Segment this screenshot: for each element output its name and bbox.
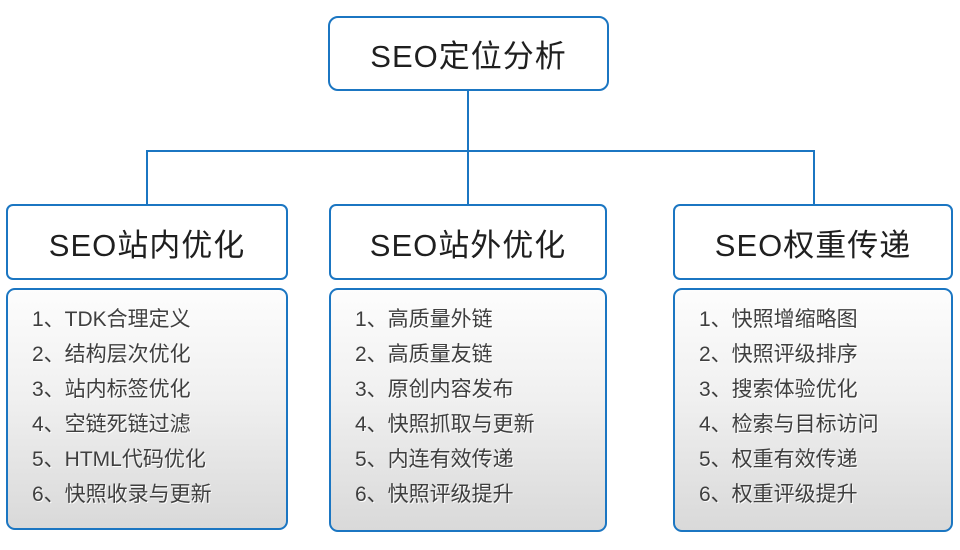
list-item: 6、快照评级提升 — [355, 483, 514, 506]
list-item: 4、快照抓取与更新 — [355, 413, 535, 436]
list-box-offsite: 1、高质量外链 2、高质量友链 3、原创内容发布 4、快照抓取与更新 5、内连有… — [329, 288, 607, 532]
list-item: 1、高质量外链 — [355, 308, 493, 331]
list-item: 5、内连有效传递 — [355, 448, 514, 471]
list-item: 1、TDK合理定义 — [32, 308, 191, 331]
list-item: 2、高质量友链 — [355, 343, 493, 366]
list-item: 6、快照收录与更新 — [32, 483, 212, 506]
list-item: 2、结构层次优化 — [32, 343, 191, 366]
list-box-weight-transfer: 1、快照增缩略图 2、快照评级排序 3、搜索体验优化 4、检索与目标访问 5、权… — [673, 288, 953, 532]
list-item: 5、权重有效传递 — [699, 448, 858, 471]
list-onsite: 1、TDK合理定义 2、结构层次优化 3、站内标签优化 4、空链死链过滤 5、H… — [32, 302, 276, 512]
list-item: 3、搜索体验优化 — [699, 378, 858, 401]
list-box-onsite: 1、TDK合理定义 2、结构层次优化 3、站内标签优化 4、空链死链过滤 5、H… — [6, 288, 288, 530]
list-item: 4、检索与目标访问 — [699, 413, 879, 436]
root-node-seo-positioning: SEO定位分析 — [328, 16, 609, 91]
header-node-weight-transfer: SEO权重传递 — [673, 204, 953, 280]
connector-horizontal — [146, 150, 815, 152]
header-label-onsite: SEO站内优化 — [48, 227, 246, 263]
list-item: 5、HTML代码优化 — [32, 448, 206, 471]
list-item: 1、快照增缩略图 — [699, 308, 858, 331]
list-item: 6、权重评级提升 — [699, 483, 858, 506]
connector-middle-vertical — [467, 150, 469, 205]
list-item: 4、空链死链过滤 — [32, 413, 191, 436]
list-item: 3、站内标签优化 — [32, 378, 191, 401]
connector-left-vertical — [146, 150, 148, 205]
list-weight-transfer: 1、快照增缩略图 2、快照评级排序 3、搜索体验优化 4、检索与目标访问 5、权… — [699, 302, 941, 512]
connector-root-vertical — [467, 91, 469, 151]
header-label-weight-transfer: SEO权重传递 — [714, 227, 912, 263]
list-item: 3、原创内容发布 — [355, 378, 514, 401]
header-node-onsite: SEO站内优化 — [6, 204, 288, 280]
list-item: 2、快照评级排序 — [699, 343, 858, 366]
header-label-offsite: SEO站外优化 — [369, 227, 567, 263]
list-offsite: 1、高质量外链 2、高质量友链 3、原创内容发布 4、快照抓取与更新 5、内连有… — [355, 302, 595, 512]
header-node-offsite: SEO站外优化 — [329, 204, 607, 280]
root-node-label: SEO定位分析 — [370, 39, 567, 74]
connector-right-vertical — [813, 150, 815, 205]
